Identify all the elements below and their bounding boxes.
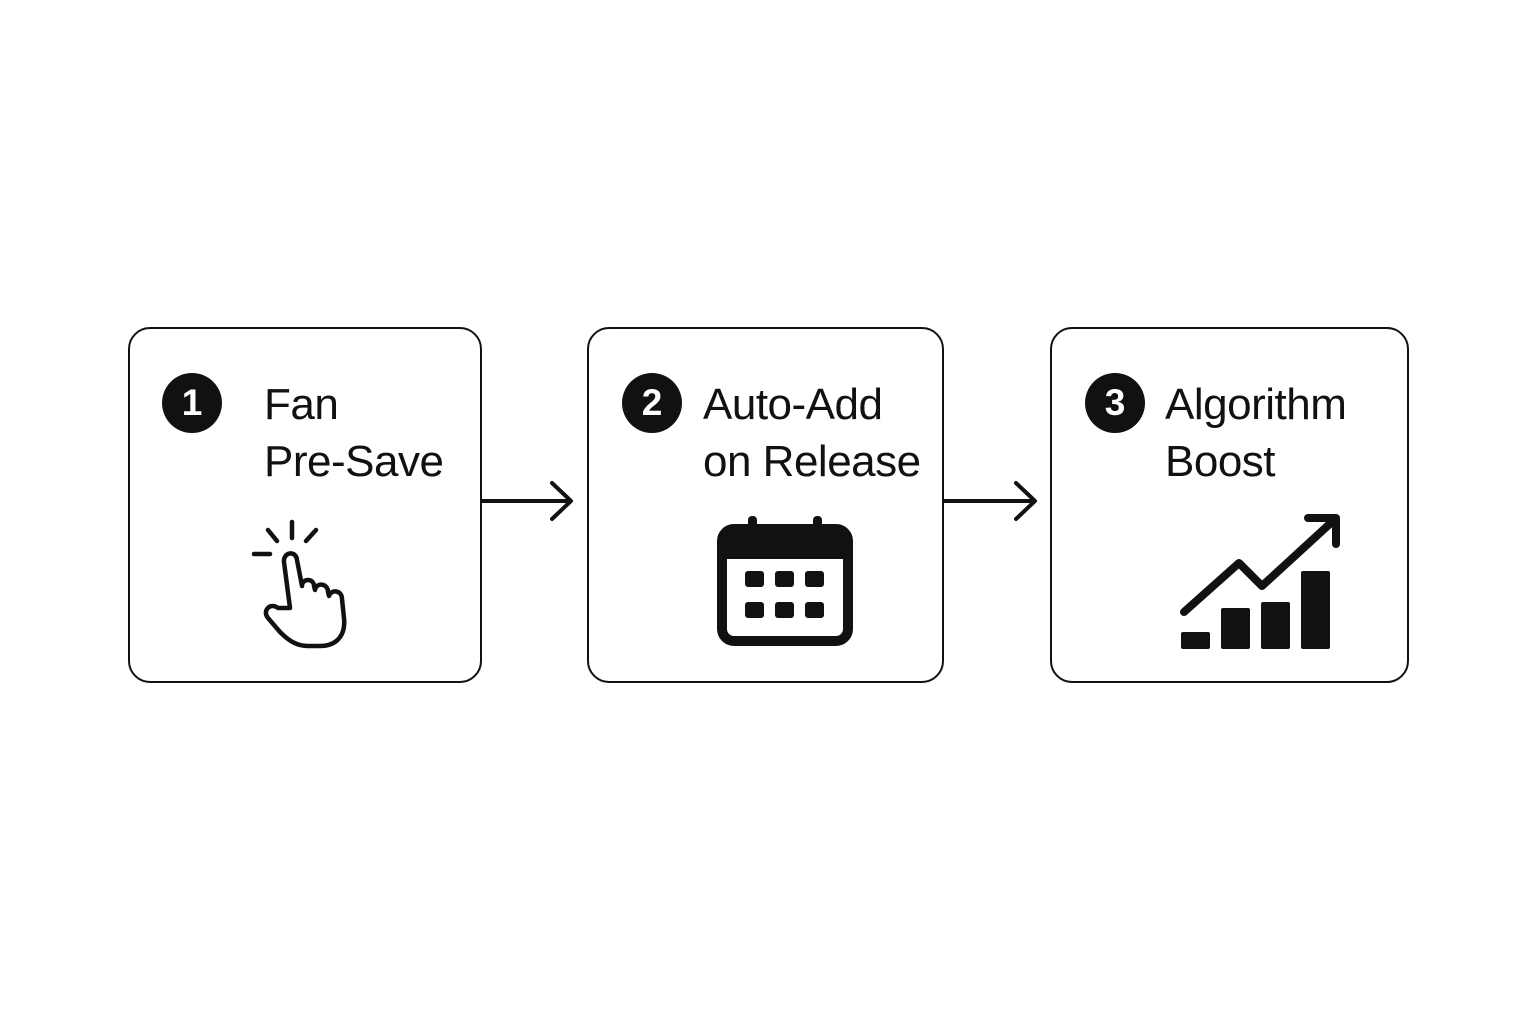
tap-hand-icon [251,519,347,649]
calendar-icon [717,516,853,646]
step-1-title-line-2: Pre-Save [264,437,444,486]
step-3-title-line-2: Boost [1165,437,1276,486]
arrow-step-2-to-3 [944,481,1037,521]
step-2-number-badge: 2 [622,373,682,433]
step-3-number-badge: 3 [1085,373,1145,433]
step-2-title: Auto-Add on Release [703,376,921,490]
step-1-title: Fan Pre-Save [264,376,444,490]
step-2-box [587,327,944,683]
step-3-title-line-1: Algorithm [1165,380,1347,429]
step-2-title-line-1: Auto-Add [703,380,883,429]
step-3-title: Algorithm Boost [1165,376,1347,490]
step-1-title-line-1: Fan [264,380,339,429]
step-2-title-line-2: on Release [703,437,921,486]
step-1-number-badge: 1 [162,373,222,433]
growth-chart-icon [1180,514,1340,649]
arrow-step-1-to-2 [482,481,573,521]
